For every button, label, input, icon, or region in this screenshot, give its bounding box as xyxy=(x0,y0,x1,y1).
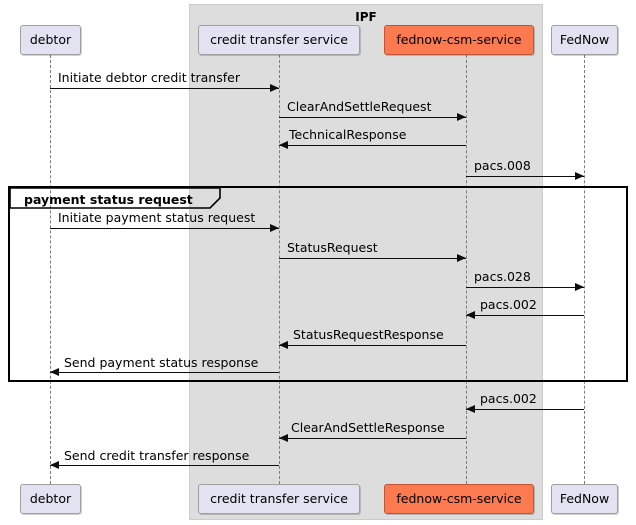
group-box-ipf xyxy=(189,4,543,520)
message-line-m4 xyxy=(466,176,584,177)
arrow-head-m4 xyxy=(575,172,584,180)
arrow-head-m1 xyxy=(270,84,279,92)
message-label-m10: Send payment status response xyxy=(64,355,259,370)
participant-debtor-top[interactable]: debtor xyxy=(20,25,81,55)
arrow-head-m11 xyxy=(466,405,475,413)
message-line-m5 xyxy=(50,228,279,229)
message-line-m8 xyxy=(466,315,584,316)
fragment-tab-shape xyxy=(10,188,221,209)
message-label-m2: ClearAndSettleRequest xyxy=(287,99,432,114)
message-label-m6: StatusRequest xyxy=(287,240,378,255)
participant-credit-transfer-service-bottom[interactable]: credit transfer service xyxy=(198,484,360,514)
arrow-head-m6 xyxy=(457,254,466,262)
fragment-payment-status-request xyxy=(8,186,628,382)
participant-credit-transfer-service-top[interactable]: credit transfer service xyxy=(198,25,360,55)
message-label-m12: ClearAndSettleResponse xyxy=(291,420,445,435)
arrow-head-m9 xyxy=(279,341,288,349)
arrow-head-m10 xyxy=(50,368,59,376)
message-line-m9 xyxy=(279,345,466,346)
participant-fednow-csm-service-bottom[interactable]: fednow-csm-service xyxy=(384,484,534,514)
arrow-head-m5 xyxy=(270,224,279,232)
participant-fednow-bottom[interactable]: FedNow xyxy=(551,484,618,514)
message-line-m13 xyxy=(50,465,279,466)
message-label-m8: pacs.002 xyxy=(480,297,537,312)
participant-debtor-bottom[interactable]: debtor xyxy=(20,484,81,514)
message-label-m7: pacs.028 xyxy=(474,269,531,284)
arrow-head-m13 xyxy=(50,461,59,469)
message-line-m2 xyxy=(279,117,466,118)
message-line-m3 xyxy=(279,145,466,146)
message-label-m3: TechnicalResponse xyxy=(289,127,407,142)
message-line-m11 xyxy=(466,409,584,410)
message-label-m1: Initiate debtor credit transfer xyxy=(58,70,240,85)
fragment-label: payment status request xyxy=(24,192,193,207)
message-label-m9: StatusRequestResponse xyxy=(293,327,444,342)
message-line-m12 xyxy=(279,438,466,439)
message-line-m10 xyxy=(50,372,279,373)
message-label-m11: pacs.002 xyxy=(480,391,537,406)
message-label-m4: pacs.008 xyxy=(474,158,531,173)
arrow-head-m8 xyxy=(466,311,475,319)
message-label-m13: Send credit transfer response xyxy=(64,448,250,463)
lifeline-fednow-csm-service xyxy=(466,55,467,484)
message-line-m1 xyxy=(50,88,279,89)
message-line-m6 xyxy=(279,258,466,259)
arrow-head-m12 xyxy=(279,434,288,442)
group-title-ipf: IPF xyxy=(355,10,377,24)
lifeline-debtor xyxy=(50,55,51,484)
message-line-m7 xyxy=(466,287,584,288)
message-label-m5: Initiate payment status request xyxy=(58,210,256,225)
participant-fednow-top[interactable]: FedNow xyxy=(551,25,618,55)
arrow-head-m3 xyxy=(279,141,288,149)
arrow-head-m2 xyxy=(457,113,466,121)
participant-fednow-csm-service-top[interactable]: fednow-csm-service xyxy=(384,25,534,55)
lifeline-credit-transfer-service xyxy=(279,55,280,484)
arrow-head-m7 xyxy=(575,283,584,291)
lifeline-fednow xyxy=(584,55,585,484)
